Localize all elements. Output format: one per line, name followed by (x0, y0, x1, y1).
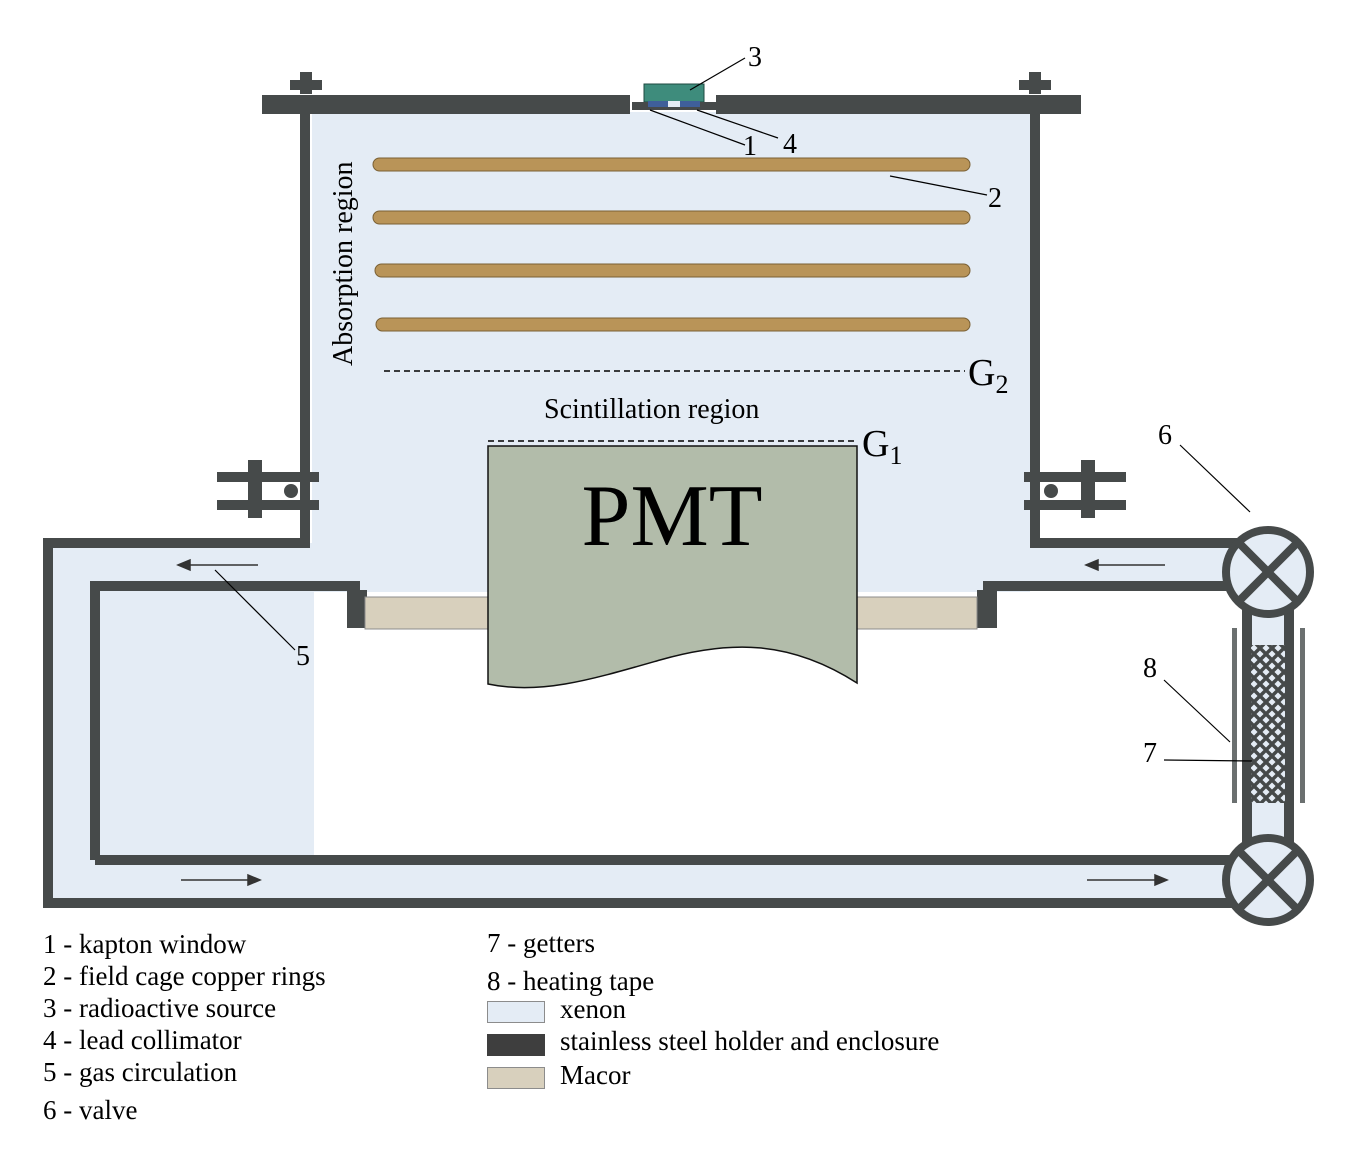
callout-6: 6 (1158, 420, 1172, 451)
callout-1: 1 (743, 131, 757, 162)
valve-top (1222, 526, 1314, 618)
legend-item-2: 2 - field cage copper rings (43, 961, 326, 991)
leader-lines (214, 57, 1253, 762)
chamber-walls (43, 104, 1294, 908)
xenon-legend-label: xenon (560, 994, 626, 1024)
macor-swatch (487, 1067, 545, 1089)
macor-legend-label: Macor (560, 1060, 631, 1090)
heating-tape (1232, 628, 1305, 803)
g2-label: G2 (968, 352, 1008, 399)
legend-item-3: 3 - radioactive source (43, 993, 277, 1023)
absorption-region-label: Absorption region (328, 161, 359, 366)
radioactive-source (632, 83, 718, 110)
pmt-body (487, 445, 858, 689)
xenon-swatch (487, 1001, 545, 1023)
callout-8: 8 (1143, 653, 1157, 684)
top-lid (262, 72, 1081, 114)
callout-5: 5 (296, 641, 310, 672)
callout-2: 2 (988, 183, 1002, 214)
pmt-label: PMT (582, 468, 763, 565)
side-flanges (217, 460, 1126, 518)
valve-bottom (1222, 834, 1314, 926)
flow-arrows (176, 558, 1169, 887)
callout-4: 4 (783, 129, 797, 160)
legend-item-5: 5 - gas circulation (43, 1057, 238, 1087)
legend-item-8: 8 - heating tape (487, 966, 655, 996)
callout-3: 3 (748, 42, 762, 73)
legend-item-4: 4 - lead collimator (43, 1025, 242, 1055)
scintillation-region-label: Scintillation region (544, 394, 759, 425)
legend-item-7: 7 - getters (487, 928, 595, 958)
getters (1251, 645, 1285, 803)
callout-7: 7 (1143, 738, 1157, 769)
steel-legend-label: stainless steel holder and enclosure (560, 1026, 940, 1056)
legend-item-1: 1 - kapton window (43, 929, 247, 959)
g1-label: G1 (862, 423, 902, 470)
steel-swatch (487, 1034, 545, 1056)
field-cage-rings (372, 157, 971, 332)
legend-item-6: 6 - valve (43, 1095, 138, 1125)
pmt-holder (347, 590, 997, 630)
